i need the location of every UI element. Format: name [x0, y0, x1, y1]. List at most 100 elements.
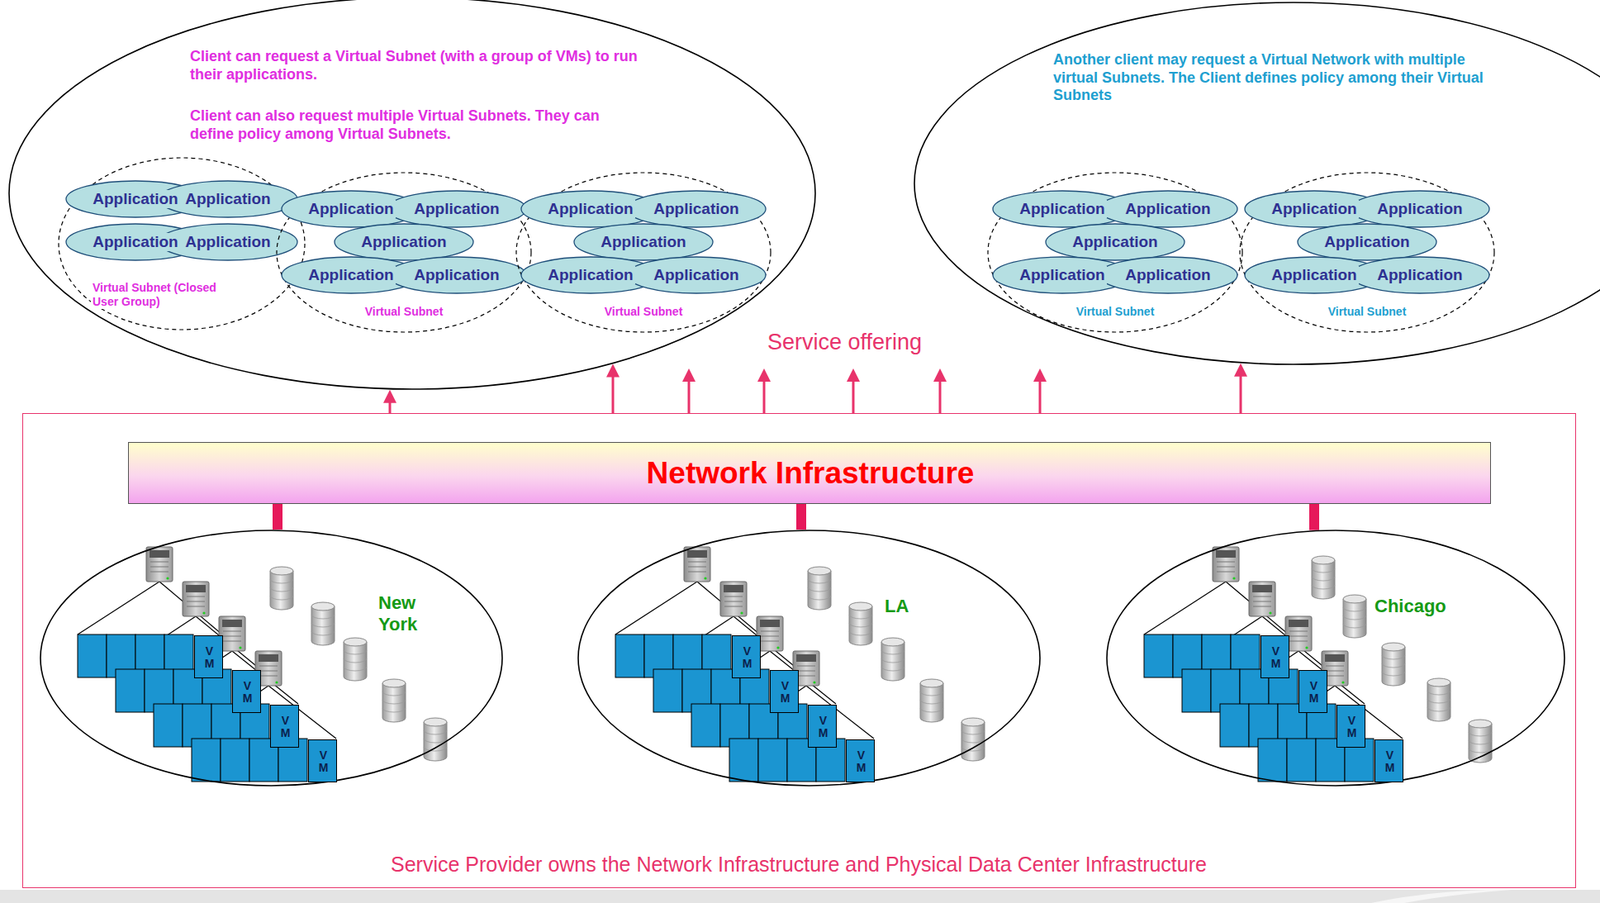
server-tower: [146, 546, 173, 582]
node-text: Application: [545, 199, 635, 219]
node-text: Virtual Subnet: [1326, 304, 1409, 319]
node-text: Application: [1269, 199, 1358, 219]
connector-line: [1239, 375, 1243, 414]
application-ellipse: Application: [1296, 223, 1438, 262]
server-led: [275, 680, 278, 684]
storage-ring: [423, 730, 447, 735]
server-led: [238, 645, 242, 649]
node-text: Application: [1017, 265, 1107, 285]
application-ellipse-shape: [387, 256, 527, 294]
application-ellipse-shape: [1297, 223, 1437, 261]
storage-ring: [849, 631, 873, 636]
application-ellipse: Application: [1097, 256, 1239, 295]
server-slot: [1216, 566, 1235, 568]
text-holder: Virtual Subnet: [275, 303, 532, 319]
text-holder: Application: [1097, 265, 1239, 285]
storage-ring: [807, 595, 831, 600]
server-slot: [150, 561, 169, 563]
storage-ring: [961, 738, 985, 743]
vm-square: [1258, 738, 1287, 782]
storage-top: [807, 566, 831, 575]
server-link: [1144, 581, 1226, 635]
data-center-illustration: [615, 546, 985, 782]
server-slot: [186, 596, 205, 598]
server-panel: [1215, 550, 1236, 558]
server-led: [1305, 645, 1308, 649]
vm-box: V M: [1298, 669, 1328, 713]
application-ellipse-shape: [1098, 190, 1238, 228]
text-holder: Chicago: [1374, 595, 1491, 618]
text-holder: V M: [777, 679, 794, 706]
text-holder: Service offering: [767, 328, 922, 356]
storage-body: [343, 641, 367, 681]
virtual-subnet: Virtual SubnetApplicationApplicationAppl…: [515, 171, 772, 333]
server-slot: [1289, 640, 1308, 642]
text-holder: Virtual Subnet: [515, 303, 772, 319]
data-center-illustration: [1144, 546, 1492, 782]
application-ellipse-shape: [1350, 256, 1490, 294]
node-text: V M: [239, 679, 257, 706]
footer-band: [0, 889, 1600, 903]
storage-top: [1427, 678, 1451, 687]
storage-ring: [270, 579, 294, 584]
client-ellipse-shape: [914, 2, 1600, 365]
virtual-subnet: Virtual Subnet (Closed User Group)Applic…: [57, 156, 306, 331]
server-slot: [150, 571, 169, 573]
server-link: [159, 581, 223, 635]
server-tower: [1212, 546, 1240, 582]
vm-box: V M: [1336, 704, 1366, 748]
server-panel: [796, 654, 817, 662]
vm-square: [153, 703, 183, 747]
server-slot: [797, 670, 816, 672]
storage-ring: [343, 650, 367, 655]
text-holder: Client can also request multiple Virtual…: [189, 107, 641, 143]
application-ellipse-shape: [334, 223, 474, 261]
application-ellipse-shape: [1098, 256, 1238, 294]
node-text: Application: [90, 189, 180, 209]
node-text: Application: [545, 265, 635, 285]
storage-body: [849, 606, 873, 646]
server-slot: [760, 636, 779, 637]
vm-box: V M: [731, 635, 761, 679]
text-holder: Application: [1349, 265, 1491, 285]
node-text: Client can also request multiple Virtual…: [189, 107, 641, 143]
arrow-head: [383, 389, 397, 404]
server-slot: [186, 606, 205, 608]
server-panel: [687, 550, 708, 558]
vm-square: [115, 669, 145, 713]
text-holder: LA: [884, 595, 935, 618]
vm-box: V M: [232, 669, 262, 713]
node-text: Virtual Subnet: [1074, 304, 1157, 319]
server-slot: [223, 636, 242, 637]
text-holder: Virtual Subnet: [1239, 303, 1496, 319]
storage-ring: [1468, 731, 1492, 736]
server-tower: [720, 581, 747, 617]
server-panel: [185, 584, 206, 593]
vm-square: [1220, 703, 1249, 747]
server-panel: [723, 584, 744, 593]
data-center-illustration: [77, 546, 447, 782]
node-text: V M: [1305, 679, 1323, 706]
client-ellipse: Another client may request a Virtual Net…: [913, 1, 1600, 366]
server-slot: [150, 566, 169, 568]
node-text: Application: [651, 265, 741, 285]
vm-square: [1182, 669, 1211, 713]
data-center-shape: [578, 530, 1040, 786]
node-text: V M: [315, 749, 333, 775]
storage-ring: [1311, 584, 1335, 589]
storage-body: [961, 721, 985, 761]
server-led: [812, 680, 816, 684]
storage-ring: [343, 666, 367, 671]
node-text: Application: [1375, 199, 1464, 219]
vm-box: V M: [1260, 635, 1290, 679]
storage-top: [1381, 642, 1406, 651]
data-center-shape: [40, 530, 503, 786]
storage-body: [1311, 560, 1335, 599]
storage-ring: [961, 730, 985, 735]
arrow-head: [606, 364, 620, 378]
vm-square: [729, 738, 759, 782]
application-ellipse: Application: [626, 256, 767, 295]
caption-label: Service offering: [767, 328, 922, 356]
data-center: New YorkV MV MV MV M: [39, 529, 504, 787]
node-text: Application: [1269, 265, 1358, 285]
